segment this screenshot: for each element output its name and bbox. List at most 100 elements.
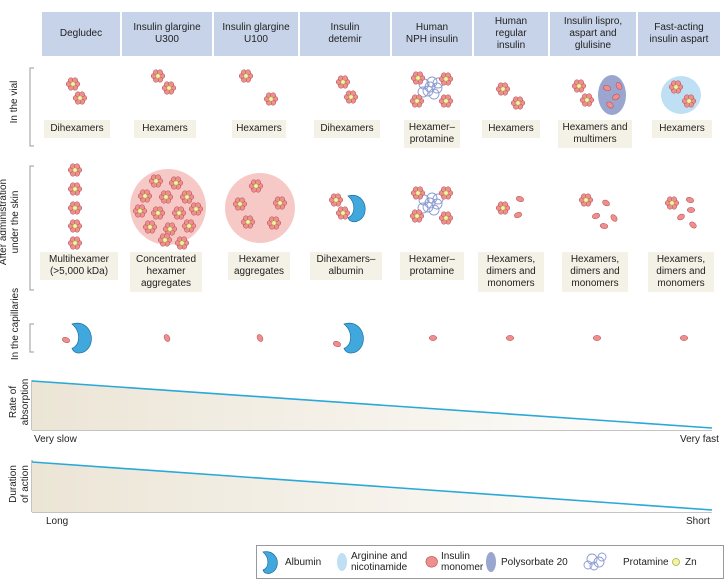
legend-arginine: Arginine and nicotinamide (351, 551, 408, 573)
legend-albumin: Albumin (285, 556, 322, 568)
protamine-strand (428, 204, 440, 216)
zn-ion (72, 186, 78, 192)
skin-label: Concentrated hexamer aggregates (130, 252, 202, 292)
insulin-monomer (606, 101, 614, 109)
column-header: Human regular insulin (474, 12, 548, 56)
zn-ion (184, 194, 190, 200)
vial-label: Hexamer– protamine (404, 120, 460, 148)
zn-ion (147, 224, 153, 230)
zn-ion (415, 75, 421, 81)
column-header: Insulin lispro, aspart and glulisine (550, 12, 636, 56)
vial-label: Dihexamers (44, 120, 110, 138)
zn-ion (583, 197, 589, 203)
absorption-line (31, 380, 713, 429)
arginine-icon (337, 553, 347, 571)
insulin-monomer (610, 214, 618, 222)
zn-ion (669, 200, 675, 206)
zn-ion (253, 183, 259, 189)
insulin-monomer (592, 335, 602, 341)
zn-ion (162, 237, 168, 243)
zn-ion (155, 210, 161, 216)
duration-line (31, 461, 713, 511)
duration-left-label: Long (46, 516, 69, 527)
zn-ion (500, 205, 506, 211)
zn-ion (500, 86, 506, 92)
protamine-strand (428, 88, 440, 100)
insulin-monomer (599, 223, 609, 229)
insulin-monomer (677, 213, 685, 221)
zn-ion (237, 201, 243, 207)
skin-label: Hexamer– protamine (400, 252, 464, 280)
zn-ion (142, 193, 148, 199)
insulin-monomer (679, 335, 689, 341)
column-header: Human NPH insulin (392, 12, 472, 56)
skin-label: Hexamers, dimers and monomers (648, 252, 714, 292)
skin-label: Multihexamer (>5,000 kDa) (40, 252, 118, 280)
zn-ion (414, 213, 420, 219)
zn-ion (443, 76, 449, 82)
legend-zn: Zn (685, 556, 697, 568)
zn-icon (672, 558, 680, 566)
albumin-molecule (343, 322, 364, 354)
skin-label: Hexamers, dimers and monomers (562, 252, 628, 292)
zn-ion (415, 190, 421, 196)
column-header: Insulin glargine U300 (122, 12, 212, 56)
zn-ion (72, 240, 78, 246)
insulin-monomer (428, 335, 438, 341)
insulin-monomer (686, 207, 696, 213)
zn-ion (166, 85, 172, 91)
insulin-monomer (163, 334, 171, 342)
skin-label: Dihexamers– albumin (310, 252, 382, 280)
legend-swatches (262, 551, 680, 574)
insulin-monomer (612, 93, 620, 101)
zn-ion (77, 95, 83, 101)
zn-ion (243, 73, 249, 79)
vial-label: Hexamers (134, 120, 196, 138)
zn-ion (179, 240, 185, 246)
polysorbate-icon (486, 552, 496, 572)
vial-label: Hexamers (482, 120, 540, 138)
arginine-nicotinamide-cloud (661, 76, 701, 114)
zn-ion (72, 167, 78, 173)
absorption-left-label: Very slow (34, 434, 77, 445)
insulin-monomer (514, 211, 522, 219)
zn-ion (443, 215, 449, 221)
column-header: Insulin detemir (300, 12, 390, 56)
zn-ion (576, 83, 582, 89)
zn-ion (277, 200, 283, 206)
insulin-monomer (603, 84, 611, 92)
insulin-monomer (686, 196, 694, 204)
zn-ion (414, 98, 420, 104)
zn-ion (686, 98, 692, 104)
zn-ion (163, 194, 169, 200)
zn-ion (153, 178, 159, 184)
zn-ion (340, 210, 346, 216)
vial-label: Dihexamers (314, 120, 380, 138)
zn-ion (70, 81, 76, 87)
zn-ion (155, 73, 161, 79)
zn-ion (268, 96, 274, 102)
legend-monomer: Insulin monomer (441, 551, 484, 573)
zn-ion (340, 79, 346, 85)
zn-ion (443, 98, 449, 104)
zn-ion (72, 205, 78, 211)
monomer-icon (425, 556, 438, 568)
insulin-monomer (516, 195, 524, 203)
vial-label: Hexamers (232, 120, 286, 138)
legend-polysorbate: Polysorbate 20 (501, 556, 568, 568)
zn-ion (443, 190, 449, 196)
insulin-monomer (505, 335, 515, 341)
polysorbate-micelle (598, 75, 626, 115)
zn-ion (584, 97, 590, 103)
albumin-molecule (71, 322, 92, 354)
insulin-monomer (592, 212, 600, 220)
zn-ion (167, 226, 173, 232)
insulin-monomer (602, 199, 610, 207)
legend: Albumin Arginine and nicotinamide Insuli… (256, 545, 724, 579)
zn-ion (271, 220, 277, 226)
zn-ion (193, 206, 199, 212)
duration-right-label: Short (686, 516, 710, 527)
skin-label: Hexamers, dimers and monomers (478, 252, 544, 292)
vial-label: Hexamers (652, 120, 712, 138)
zn-ion (72, 223, 78, 229)
